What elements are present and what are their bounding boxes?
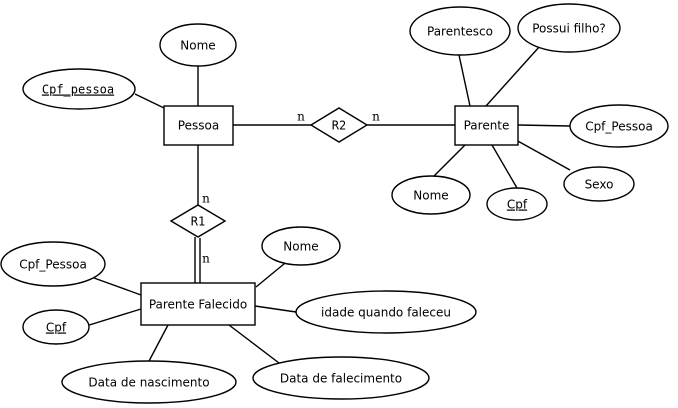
entity-pessoa-label: Pessoa [178, 119, 219, 133]
attr-pessoa-cpf-pessoa[interactable]: Cpf_pessoa [22, 68, 136, 110]
line-falecido-cpf-pessoa [93, 277, 142, 296]
line-parente-sexo [515, 139, 571, 171]
line-falecido-data-falecimento [228, 324, 280, 364]
attr-parente-sexo-label: Sexo [585, 178, 614, 192]
attr-falecido-nome-label: Nome [283, 240, 318, 254]
line-parente-possui-filho [485, 45, 541, 107]
cardinality-r1-pessoa: n [202, 192, 210, 206]
attr-parente-cpf-pessoa[interactable]: Cpf_Pessoa [569, 104, 669, 148]
attr-pessoa-nome-label: Nome [180, 39, 215, 53]
attr-falecido-cpf-pessoa-label: Cpf_Pessoa [19, 258, 87, 272]
attr-parente-cpf-label: Cpf [507, 198, 528, 212]
entity-parente-label: Parente [464, 119, 510, 133]
attr-parente-parentesco-label: Parentesco [427, 25, 493, 39]
attr-pessoa-nome[interactable]: Nome [159, 23, 237, 67]
attr-falecido-idade-label: idade quando faleceu [321, 306, 451, 320]
line-parente-parentesco [458, 54, 471, 107]
attr-falecido-cpf[interactable]: Cpf [22, 309, 90, 345]
attr-falecido-cpf-label: Cpf [46, 321, 67, 335]
entity-pessoa[interactable]: Pessoa [163, 105, 234, 146]
connector-lines [85, 45, 571, 364]
relationship-r2[interactable]: R2 [309, 107, 369, 143]
cardinality-r2-parente: n [372, 110, 380, 124]
entity-parente-falecido-label: Parente Falecido [149, 298, 247, 312]
line-parente-cpf [491, 144, 518, 189]
entity-parente-falecido[interactable]: Parente Falecido [140, 282, 256, 326]
relationship-r2-label: R2 [332, 119, 346, 133]
line-falecido-idade [254, 305, 297, 313]
attr-falecido-idade[interactable]: idade quando faleceu [295, 290, 477, 334]
cardinality-r1-falecido: n [202, 252, 210, 266]
attr-falecido-data-nascimento-label: Data de nascimento [88, 376, 209, 390]
attr-falecido-nome[interactable]: Nome [261, 226, 341, 266]
line-falecido-cpf [85, 308, 142, 327]
line-parente-cpf-pessoa [517, 124, 571, 127]
relationship-r1[interactable]: R1 [169, 204, 227, 238]
line-falecido-data-nascimento [147, 324, 169, 364]
attr-parente-cpf-pessoa-label: Cpf_Pessoa [585, 120, 653, 134]
cardinality-r2-pessoa: n [297, 110, 305, 124]
attr-falecido-data-falecimento[interactable]: Data de falecimento [252, 356, 430, 400]
attr-parente-possui-filho[interactable]: Possui filho? [517, 3, 621, 53]
line-pessoa-cpf [134, 93, 165, 109]
attr-falecido-cpf-pessoa[interactable]: Cpf_Pessoa [0, 241, 106, 287]
attr-parente-nome[interactable]: Nome [391, 175, 471, 215]
relationship-r1-label: R1 [191, 215, 205, 229]
attr-parente-cpf[interactable]: Cpf [486, 187, 548, 221]
attr-parente-parentesco[interactable]: Parentesco [409, 6, 511, 56]
attr-falecido-data-falecimento-label: Data de falecimento [280, 372, 402, 386]
entity-parente[interactable]: Parente [454, 105, 519, 146]
attr-pessoa-cpf-pessoa-label: Cpf_pessoa [42, 83, 114, 97]
attr-parente-possui-filho-label: Possui filho? [532, 22, 606, 36]
attr-falecido-data-nascimento[interactable]: Data de nascimento [61, 360, 237, 404]
attr-parente-sexo[interactable]: Sexo [563, 166, 635, 202]
line-parente-nome [431, 144, 466, 179]
attr-parente-nome-label: Nome [413, 189, 448, 203]
